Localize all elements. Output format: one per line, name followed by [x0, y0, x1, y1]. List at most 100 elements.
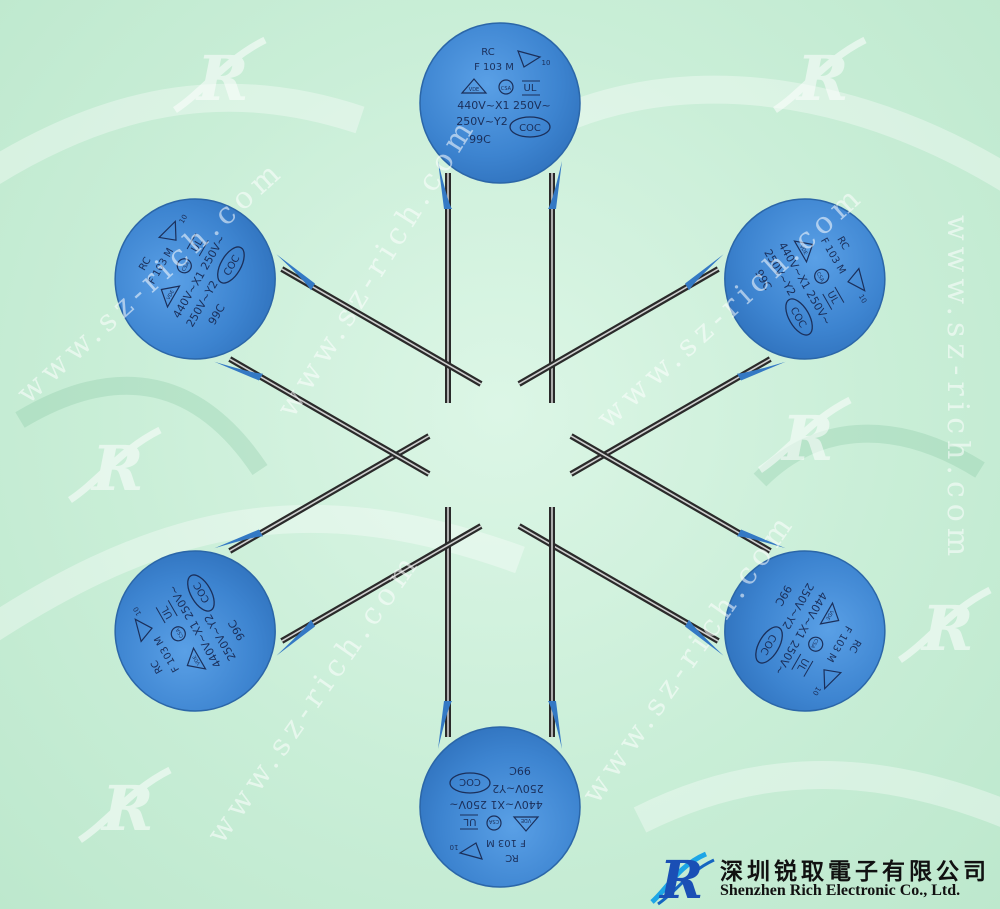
- marking-cert-10: 10: [132, 605, 143, 617]
- capacitor-body: [419, 22, 581, 184]
- vde-cert-icon: [793, 240, 814, 264]
- ul-cert-icon: [186, 233, 209, 257]
- coc-cert-icon: [755, 626, 783, 664]
- watermark-logo-swoosh: [68, 426, 162, 503]
- marking-cert-vde: VDE: [192, 654, 202, 666]
- marking-cert-10: 10: [857, 293, 868, 305]
- ul-cert-icon: [155, 600, 178, 624]
- watermark-url-4: www.sz-rich.com: [940, 215, 975, 563]
- lead-wire-highlight-5-1: [281, 268, 482, 385]
- marking-rc: RC: [481, 47, 494, 58]
- marking-cert-10: 10: [811, 685, 822, 697]
- csa-cert-icon: [814, 268, 830, 284]
- csa-cert-icon: [808, 636, 824, 652]
- watermark-logo-letter: R: [780, 402, 834, 475]
- marking-cert-coc: COC: [519, 123, 541, 134]
- watermark-logo-2: R: [68, 426, 162, 505]
- csa-cert-icon: [498, 79, 514, 95]
- marking-rating-x1: 440V~X1 250V~: [449, 798, 543, 811]
- marking-cert-vde: VDE: [521, 817, 531, 823]
- watermark-logo-1: R: [773, 36, 867, 115]
- company-brand: R 深圳锐取電子有限公司 Shenzhen Rich Electronic Co…: [648, 848, 993, 906]
- marking-cert-csa: CSA: [175, 626, 186, 638]
- watermark-logo-swoosh: [78, 766, 172, 843]
- capacitor-body: [724, 198, 886, 360]
- capacitor-body: [724, 550, 886, 712]
- marking-cert-vde: VDE: [824, 609, 834, 621]
- company-name-cn: 深圳锐取電子有限公司: [720, 858, 990, 885]
- watermark-logos: R R R R R R: [68, 36, 992, 845]
- lead-wire-highlight-2-0: [570, 435, 771, 552]
- csa-cert-icon: [486, 815, 502, 831]
- enec-cert-icon: [458, 842, 483, 860]
- watermark-logo-3: R: [758, 396, 852, 475]
- coc-cert-icon: [187, 574, 215, 612]
- ul-cert-icon: [522, 80, 540, 96]
- watermark-logo-swoosh: [758, 396, 852, 473]
- marking-lot: 99C: [469, 133, 491, 146]
- lead-wire-highlight-4-0: [281, 525, 482, 642]
- marking-cert-csa: CSA: [501, 86, 512, 92]
- ul-cert-icon: [822, 286, 845, 310]
- capacitor-body: [419, 726, 581, 888]
- marking-cert-vde: VDE: [166, 289, 176, 301]
- marking-rc: RC: [505, 852, 518, 863]
- watermark-logo-swoosh: [898, 586, 992, 663]
- csa-cert-icon: [176, 258, 192, 274]
- company-logo-icon: R: [650, 850, 715, 906]
- capacitor-body: [114, 198, 276, 360]
- marking-rating-y2: 250V~Y2: [456, 115, 507, 128]
- coc-cert-icon: [509, 116, 551, 138]
- coc-cert-icon: [785, 298, 813, 336]
- marking-cert-10: 10: [178, 213, 189, 225]
- enec-cert-icon: [157, 219, 177, 241]
- enec-cert-icon: [517, 50, 542, 68]
- marking-cert-coc: COC: [459, 776, 481, 787]
- vde-cert-icon: [819, 601, 840, 625]
- ul-cert-icon: [460, 814, 478, 830]
- watermark-logo-0: R: [173, 36, 267, 115]
- marking-cert-csa: CSA: [815, 271, 826, 283]
- watermark-logo-letter: R: [920, 592, 974, 665]
- coc-cert-icon: [449, 772, 491, 794]
- marking-rating-x1: 440V~X1 250V~: [457, 99, 551, 112]
- capacitor-leads: [228, 173, 772, 737]
- marking-code: F 103 M: [486, 837, 526, 848]
- coc-cert-icon: [217, 246, 245, 284]
- lead-wire-highlight-1-0: [518, 268, 719, 385]
- watermark-logo-letter: R: [795, 42, 849, 115]
- company-logo-letter: R: [658, 850, 703, 906]
- enec-cert-icon: [134, 618, 153, 643]
- marking-cert-ul: UL: [463, 816, 476, 827]
- marking-cert-vde: VDE: [798, 244, 808, 256]
- marking-cert-vde: VDE: [469, 87, 479, 93]
- background-swirls: [0, 75, 1000, 833]
- vde-cert-icon: [160, 285, 181, 309]
- marking-cert-ul: UL: [524, 83, 537, 94]
- watermark-logo-letter: R: [195, 42, 249, 115]
- background-swirls-dark: [15, 376, 985, 487]
- lead-wire-highlight-5-0: [229, 358, 430, 475]
- watermark-logo-letter: R: [100, 772, 154, 845]
- ul-cert-icon: [791, 653, 814, 677]
- marking-cert-csa: CSA: [809, 637, 820, 649]
- watermark-logo-swoosh: [773, 36, 867, 113]
- marking-lot: 99C: [509, 764, 531, 777]
- marking-cert-10: 10: [450, 843, 459, 851]
- capacitor-body: [114, 550, 276, 712]
- marking-cert-10: 10: [542, 59, 551, 67]
- marking-cert-csa: CSA: [488, 818, 499, 824]
- enec-cert-icon: [823, 669, 843, 691]
- vde-cert-icon: [460, 78, 488, 94]
- watermark-logo-swoosh: [173, 36, 267, 113]
- company-name-en: Shenzhen Rich Electronic Co., Ltd.: [720, 882, 961, 899]
- watermark-logo-4: R: [898, 586, 992, 665]
